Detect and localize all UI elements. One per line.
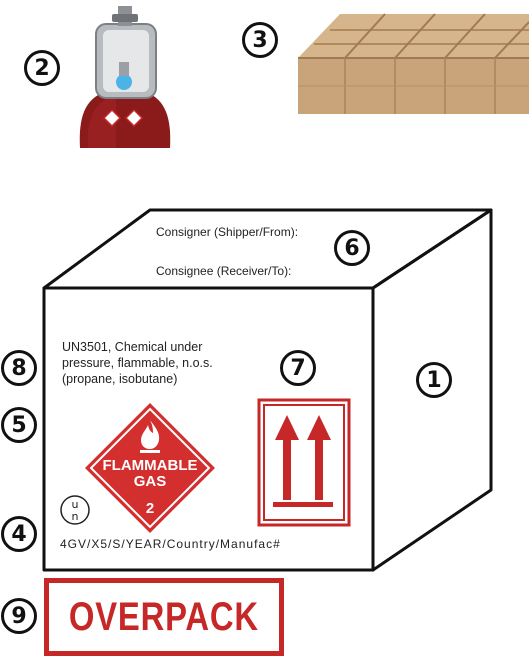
label-line1: FLAMMABLE <box>103 457 198 474</box>
consignee-label: Consignee (Receiver/To): <box>156 264 291 278</box>
callout-7: 7 <box>280 350 316 386</box>
callout-1: 1 <box>416 362 452 398</box>
shipping-name-line: UN3501, Chemical under <box>62 339 213 355</box>
callout-5: 5 <box>1 407 37 443</box>
overpack-label: OVERPACK <box>44 578 284 656</box>
callout-9: 9 <box>1 598 37 634</box>
gas-cylinder-image <box>80 6 170 148</box>
shipping-name-line: (propane, isobutane) <box>62 371 213 387</box>
svg-text:n: n <box>72 510 79 523</box>
label-class-number: 2 <box>146 500 154 517</box>
un-specification-code: 4GV/X5/S/YEAR/Country/Manufac# <box>60 537 281 551</box>
flammable-gas-label: FLAMMABLE GAS 2 <box>85 403 215 533</box>
callout-3: 3 <box>242 22 278 58</box>
proper-shipping-name: UN3501, Chemical under pressure, flammab… <box>62 339 213 387</box>
shipping-name-line: pressure, flammable, n.o.s. <box>62 355 213 371</box>
callout-8: 8 <box>1 350 37 386</box>
label-line2: GAS <box>134 473 167 490</box>
callout-6: 6 <box>334 230 370 266</box>
consigner-label: Consigner (Shipper/From): <box>156 225 298 239</box>
overpack-text: OVERPACK <box>69 595 259 640</box>
callout-4: 4 <box>1 516 37 552</box>
un-symbol-icon: u n <box>61 496 89 524</box>
cardboard-dividers-image <box>298 14 529 114</box>
callout-2: 2 <box>24 50 60 86</box>
orientation-arrows-label <box>259 400 349 525</box>
